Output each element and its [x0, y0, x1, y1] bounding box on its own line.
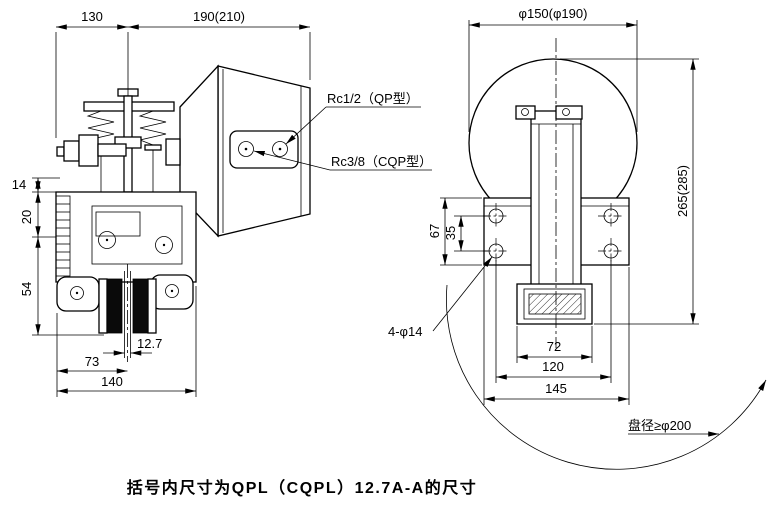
dim-72: 72: [547, 339, 561, 354]
port-hole-right: [272, 141, 288, 157]
dim-diameter: φ150(φ190): [468, 6, 638, 132]
dim-130: 130: [81, 9, 103, 24]
dim-145: 145: [545, 381, 567, 396]
disc-outline: 盘径≥φ200: [446, 284, 767, 470]
dim-14: 14: [12, 177, 26, 192]
port-plate: [229, 130, 299, 169]
pad-block: [516, 283, 593, 325]
dim-top: 130 190(210): [55, 9, 311, 138]
drawing-caption: 括号内尺寸为QPL（CQPL）12.7A-A的尺寸: [127, 478, 477, 497]
spring-right: [138, 110, 167, 146]
dim-190-210: 190(210): [193, 9, 245, 24]
label-disc-diameter: 盘径≥φ200: [628, 418, 691, 433]
dim-bracket-left: 67 35: [427, 197, 488, 266]
label-rc12: Rc1/2（QP型）: [327, 91, 419, 106]
pad-left: [106, 278, 123, 334]
dim-4-phi14: 4-φ14: [388, 324, 422, 339]
hole-callout: 4-φ14: [388, 256, 493, 339]
dim-12-7: 12.7: [137, 336, 162, 351]
label-rc38: Rc3/8（CQP型）: [331, 154, 432, 169]
pad-right: [132, 278, 149, 334]
dim-height: 265(285): [560, 58, 699, 325]
mounting-teeth: [56, 203, 70, 269]
dim-bottom-right: 72 120 145: [483, 260, 630, 405]
release-shaft: [56, 134, 127, 167]
dim-bottom: 12.7 73 140: [56, 286, 197, 397]
side-view: 130 190(210) 14 20 54 12.7 73: [12, 9, 432, 397]
brake-disc-arc: [446, 284, 767, 470]
dim-265: 265(285): [675, 165, 690, 217]
brake-pads: [98, 264, 157, 362]
dim-phi150: φ150(φ190): [519, 6, 588, 21]
brake-frame: [55, 191, 197, 283]
dim-67: 67: [427, 224, 442, 238]
port-labels: Rc1/2（QP型） Rc3/8（CQP型）: [253, 91, 432, 171]
dim-20: 20: [19, 210, 34, 224]
front-view: φ150(φ190) 265(285) 67 35 4-φ14: [388, 6, 767, 470]
bolt-holes: [483, 203, 624, 264]
disc-section: [528, 293, 582, 315]
dim-140: 140: [101, 374, 123, 389]
brake-arms: [56, 274, 194, 312]
dim-54: 54: [19, 282, 34, 296]
port-hole-left: [238, 141, 254, 157]
dim-left-stack: 14 20 54: [12, 177, 104, 336]
dim-120: 120: [542, 359, 564, 374]
dim-73: 73: [85, 354, 99, 369]
dim-35: 35: [443, 226, 458, 240]
